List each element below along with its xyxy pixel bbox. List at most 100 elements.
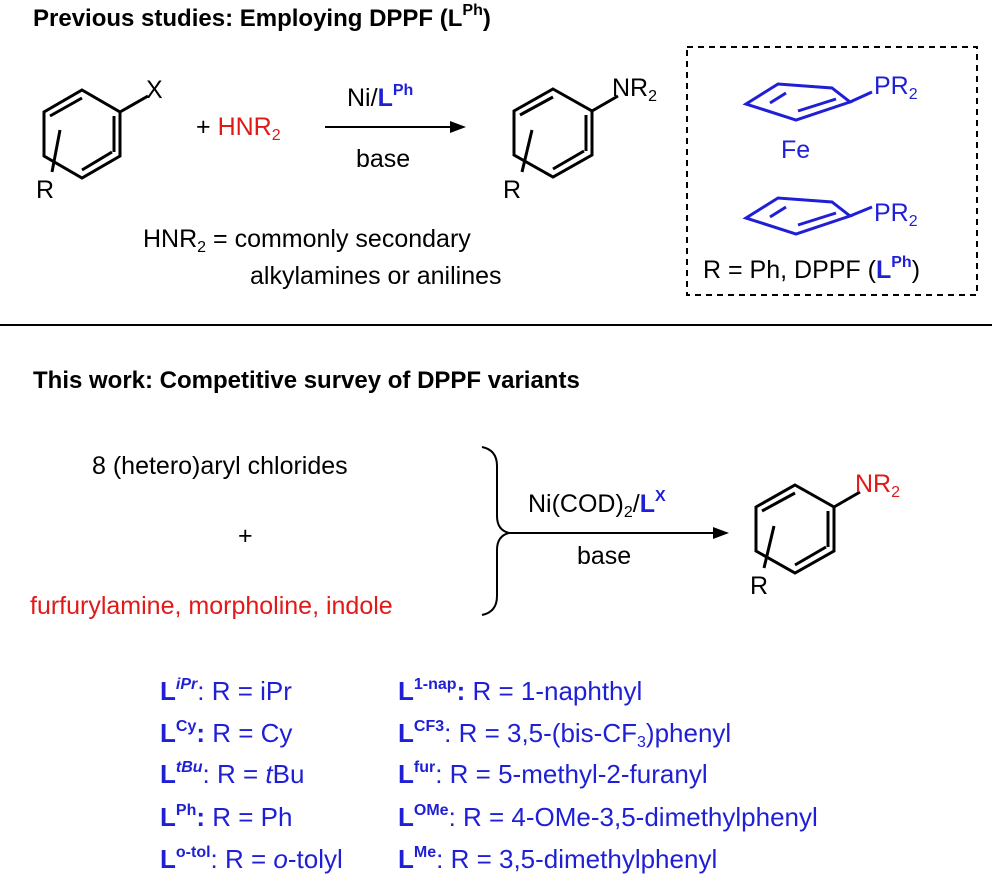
ligand-label: L: [398, 676, 414, 706]
dppf-pr-top: PR2: [874, 72, 918, 103]
ligand-label: L: [398, 844, 414, 874]
ligand-sep: :: [196, 718, 213, 748]
ligand-sep: :: [436, 844, 451, 874]
bottom-title: This work: Competitive survey of DPPF va…: [33, 367, 580, 394]
ligand-label: L: [160, 802, 176, 832]
cp-ring-bottom: [742, 196, 873, 236]
bottom-reaction-arrow: [509, 527, 729, 539]
bottom-catalyst-ni: Ni(COD): [528, 490, 624, 518]
top-catalyst: Ni/LPh: [347, 82, 414, 113]
bottom-amines: furfurylamine, morpholine, indole: [30, 592, 393, 620]
ligand-desc-b: )phenyl: [645, 718, 732, 748]
ligand-desc-b: Bu: [272, 759, 305, 789]
ligand-sep: :: [448, 802, 464, 832]
ligand-sep: :: [456, 676, 473, 706]
ligand-desc-a: R =: [217, 759, 266, 789]
ligand-sep: :: [444, 718, 459, 748]
product-benzene-ring: [512, 87, 619, 179]
ligand-desc-a: R = 3,5-(bis-CF: [458, 718, 637, 748]
amine-plus: +: [196, 113, 211, 141]
ligand-desc: R = iPr: [211, 676, 292, 706]
reactant-x-label: X: [146, 76, 163, 104]
ligand-sup: fur: [413, 759, 436, 776]
dppf-caption-ligand: L: [875, 256, 892, 284]
bottom-base: base: [577, 542, 632, 570]
ligand-Ph: LPh: R = Ph: [160, 802, 292, 833]
ligand-sup: 1-nap: [413, 676, 457, 693]
ligand-fur: Lfur: R = 5-methyl-2-furanyl: [398, 759, 708, 790]
ligand-1nap: L1-nap: R = 1-naphthyl: [398, 676, 642, 707]
ligand-sup: OMe: [413, 802, 449, 819]
top-catalyst-sup: Ph: [392, 82, 414, 99]
ligand-desc-b: -tolyl: [287, 844, 343, 874]
top-catalyst-metal: Ni/: [347, 84, 378, 112]
ligand-Me: LMe: R = 3,5-dimethylphenyl: [398, 844, 717, 875]
ligand-label: L: [398, 759, 414, 789]
note-line1: HNR2 = commonly secondary: [143, 225, 471, 256]
ligand-sep: :: [435, 759, 450, 789]
dppf-pr-top-text: PR: [874, 72, 909, 100]
ligand-label: L: [398, 718, 414, 748]
top-title: Previous studies: Employing DPPF (LPh): [33, 2, 491, 33]
bottom-product-group: NR2: [855, 470, 901, 501]
ligand-Cy: LCy: R = Cy: [160, 718, 292, 749]
top-product-sub: 2: [648, 88, 658, 105]
ligand-desc-sub: 3: [637, 734, 646, 751]
amine-reagent: + HNR2: [196, 113, 281, 144]
reactant-r-label: R: [36, 176, 54, 204]
top-catalyst-ligand: L: [377, 84, 393, 112]
dppf-pr-bottom-sub: 2: [908, 213, 918, 230]
top-title-sup: Ph: [462, 2, 483, 19]
ligand-OMe: LOMe: R = 4-OMe-3,5-dimethylphenyl: [398, 802, 818, 833]
ligand-desc: R = 1-naphthyl: [472, 676, 643, 706]
bottom-catalyst-sup: X: [654, 488, 666, 505]
top-title-suffix: ): [482, 5, 491, 32]
ligand-desc-a: R =: [225, 844, 274, 874]
amine-text: HNR: [217, 113, 272, 141]
note-hnr: HNR: [143, 225, 198, 253]
ligand-sep: :: [210, 844, 225, 874]
bottom-catalyst-sub: 2: [623, 504, 633, 521]
ligand-desc: R = Ph: [212, 802, 293, 832]
ligand-CF3: LCF3: R = 3,5-(bis-CF3)phenyl: [398, 718, 732, 751]
bottom-line1: 8 (hetero)aryl chlorides: [92, 452, 348, 480]
ligand-sup: Me: [413, 844, 437, 861]
dppf-pr-top-sub: 2: [908, 86, 918, 103]
ligand-sup: o-tol: [175, 844, 211, 861]
ligand-sup: Cy: [175, 718, 197, 735]
product-r-label: R: [503, 176, 521, 204]
top-base: base: [356, 145, 411, 173]
top-title-prefix: Previous studies: Employing DPPF (L: [33, 5, 463, 32]
bottom-catalyst-slash: /: [632, 490, 640, 518]
ligand-sep: :: [202, 759, 217, 789]
top-product-group: NR2: [612, 74, 658, 105]
bottom-product-sub: 2: [891, 484, 901, 501]
bottom-product-nr: NR: [855, 470, 892, 498]
ligand-desc: R = 4-OMe-3,5-dimethylphenyl: [463, 802, 818, 832]
ligand-desc-italic: o: [273, 844, 288, 874]
bottom-plus: +: [238, 522, 253, 550]
cp-ring-top: [742, 82, 873, 122]
ligand-sep: :: [196, 802, 213, 832]
ligand-otol: Lo-tol: R = o-tolyl: [160, 844, 343, 875]
bracket: [481, 446, 510, 616]
dppf-box: [686, 46, 978, 296]
ligand-iPr: LiPr: R = iPr: [160, 676, 292, 707]
ligand-sup: iPr: [175, 676, 198, 693]
bottom-product-r-label: R: [750, 572, 768, 600]
dppf-pr-bottom-text: PR: [874, 199, 909, 227]
ligand-label: L: [160, 718, 176, 748]
ligand-tBu: LtBu: R = tBu: [160, 759, 304, 790]
amine-sub: 2: [271, 127, 281, 144]
dppf-caption-prefix: R = Ph, DPPF (: [703, 256, 876, 284]
ligand-label: L: [160, 844, 176, 874]
dppf-caption-sup: Ph: [891, 254, 912, 271]
ligand-desc: R = 5-methyl-2-furanyl: [449, 759, 708, 789]
amine-formula: HNR2: [217, 113, 281, 144]
note-sub: 2: [197, 239, 207, 256]
dppf-caption-suffix: ): [911, 256, 921, 284]
ligand-desc: R = 3,5-dimethylphenyl: [450, 844, 718, 874]
ligand-sup: tBu: [175, 759, 203, 776]
dppf-pr-bottom: PR2: [874, 199, 918, 230]
note-text: = commonly secondary: [206, 225, 471, 253]
